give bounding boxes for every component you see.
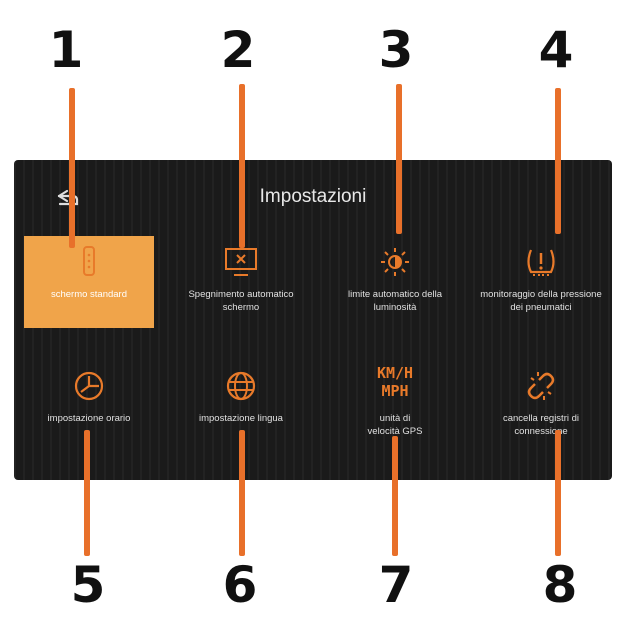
- tile-label: limite automatico della luminosità: [348, 289, 442, 313]
- callout-3: 3: [378, 21, 414, 79]
- callout-line-4: [555, 88, 561, 234]
- callout-line-1: [69, 88, 75, 248]
- broken-link-icon: [527, 372, 555, 400]
- callout-line-3: [396, 84, 402, 234]
- callout-line-7: [392, 436, 398, 556]
- callout-line-8: [555, 430, 561, 556]
- brightness-icon: [381, 248, 409, 276]
- tile-label: impostazione lingua: [199, 413, 283, 424]
- callout-2: 2: [220, 21, 256, 79]
- page-title: Impostazioni: [259, 186, 367, 207]
- tile-label: unità di velocità GPS: [367, 413, 423, 437]
- tile-standard-screen[interactable]: schermo standard: [24, 236, 154, 328]
- callout-5: 5: [70, 556, 106, 614]
- tile-gps-speed-unit[interactable]: KM/H MPH unità di velocità GPS: [330, 360, 460, 452]
- callout-7: 7: [378, 556, 414, 614]
- mph-text: MPH: [381, 382, 409, 400]
- callout-6: 6: [222, 556, 258, 614]
- tile-label: monitoraggio della pressione dei pneumat…: [480, 289, 602, 313]
- callout-4: 4: [538, 21, 574, 79]
- tile-clear-connection-logs[interactable]: cancella registri di connessione: [476, 360, 606, 452]
- globe-icon: [226, 371, 256, 401]
- tile-label: impostazione orario: [47, 413, 131, 424]
- kmh-text: KM/H: [376, 364, 414, 382]
- tile-time-setting[interactable]: impostazione orario: [24, 360, 154, 452]
- tire-pressure-icon: [527, 249, 555, 276]
- tile-label: cancella registri di connessione: [502, 413, 580, 437]
- tile-language-setting[interactable]: impostazione lingua: [176, 360, 306, 452]
- callout-line-5: [84, 430, 90, 556]
- tile-auto-brightness[interactable]: limite automatico della luminosità: [330, 236, 460, 328]
- callout-line-6: [239, 430, 245, 556]
- tile-tire-pressure[interactable]: monitoraggio della pressione dei pneumat…: [476, 236, 606, 328]
- callout-1: 1: [48, 21, 84, 79]
- clock-icon: [74, 371, 104, 401]
- tile-label: Spegnimento automatico schermo: [188, 289, 294, 313]
- screen-off-icon: [225, 248, 257, 276]
- settings-screen: Impostazioni schermo standard Spegniment…: [14, 160, 612, 480]
- callout-line-2: [239, 84, 245, 248]
- speed-unit-icon: KM/H MPH: [365, 364, 425, 400]
- callout-8: 8: [542, 556, 578, 614]
- tile-auto-screen-off[interactable]: Spegnimento automatico schermo: [176, 236, 306, 328]
- phone-icon: [83, 246, 95, 276]
- tile-label: schermo standard: [50, 289, 128, 300]
